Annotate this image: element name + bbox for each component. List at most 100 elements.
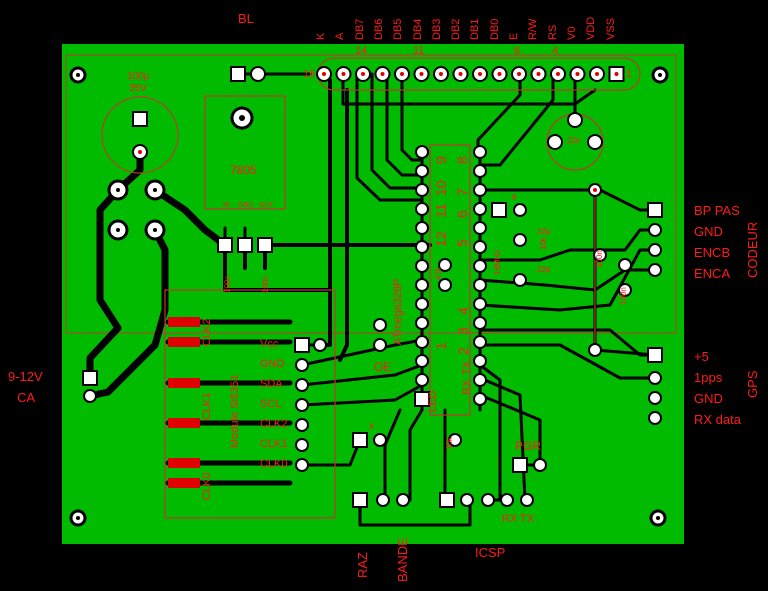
mcu-pin-mark: 6 <box>454 210 470 218</box>
cap-value: 100µ <box>127 71 150 82</box>
lcd-pin-label: VSS <box>604 17 617 40</box>
mcu-rx-label: RX <box>461 379 473 395</box>
raz-label: RAZ <box>355 552 370 578</box>
mcu-pin-mark: 1 <box>433 342 449 350</box>
lcd-pad-hole <box>458 72 463 76</box>
module-pads <box>294 337 310 472</box>
lcd-pin-label: K <box>315 32 327 40</box>
lcd-pad-hole <box>322 72 326 76</box>
codeur-line: GND <box>694 224 723 239</box>
pin-num-6: 6 <box>514 45 521 57</box>
lcd-pin-label: A <box>334 32 347 40</box>
module-pin-label: CLK1 <box>260 438 288 450</box>
gps-line: +5 <box>694 349 709 364</box>
lcd-pad-hole <box>400 72 404 76</box>
mark-100n-c: 100n <box>595 250 604 268</box>
pin-num-4: 4 <box>552 45 559 57</box>
power-label: 9-12V <box>8 369 43 384</box>
pgr-label: PGR <box>515 439 542 453</box>
cap-pads <box>132 111 148 160</box>
mcu-pin-mark: 9 <box>433 156 449 164</box>
regulator-name: 7805 <box>230 163 257 177</box>
mark-47k: 47k <box>434 267 443 280</box>
module-pin-label: CLK2 <box>260 418 288 430</box>
bottom-connectors <box>352 318 547 508</box>
module-pad <box>295 378 309 392</box>
module-pin-label: GND <box>260 358 285 370</box>
mcu-pad <box>415 316 429 330</box>
mcu-pad <box>415 259 429 273</box>
ca-label: CA <box>17 390 36 405</box>
mark-10k: 10k <box>539 237 548 250</box>
icsp-label: ICSP <box>475 545 506 560</box>
lcd-pin-label: DB5 <box>392 18 405 40</box>
mcu-pad <box>473 354 487 368</box>
x-label: x <box>369 421 374 432</box>
lcd-pad-hole <box>595 72 599 76</box>
mcu-pin-mark: 5 <box>454 239 470 247</box>
mcu-led-label: LED <box>427 390 439 412</box>
oe-label: OE <box>374 360 392 374</box>
lcd-pad-hole <box>536 72 541 76</box>
mcu-pad <box>415 373 429 387</box>
lcd-pad-hole <box>361 72 365 76</box>
pin-num-1: 1 <box>626 68 633 80</box>
bl-label: BL <box>238 11 254 26</box>
lcd-pad-hole <box>575 72 580 76</box>
regulator-pads <box>217 106 273 253</box>
cap-voltage: 35V <box>129 83 147 94</box>
board-silk-outline <box>65 54 677 334</box>
gps-connector <box>647 347 663 425</box>
mcu-pad <box>415 164 429 178</box>
module-pad <box>295 438 309 452</box>
mcu-pad <box>473 183 487 197</box>
mcu-pad <box>473 202 487 216</box>
module-pin-label: SCL <box>260 398 282 410</box>
mcu-pad <box>415 240 429 254</box>
module-pad <box>295 358 309 372</box>
mcu-pad <box>415 354 429 368</box>
lcd-connector-pads <box>230 66 625 82</box>
lcd-pin-label: RS <box>546 24 559 40</box>
module-pad <box>295 418 309 432</box>
mcu-pad <box>473 240 487 254</box>
lcd-pad-hole <box>478 72 482 76</box>
pin-num-11: 11 <box>413 45 425 57</box>
reg-pin-in: IN <box>223 202 230 209</box>
mcu-pad <box>473 259 487 273</box>
module-clk2-label: CLK2 <box>201 318 213 346</box>
mcu-pad <box>473 373 487 387</box>
lcd-pad-hole <box>497 72 502 76</box>
codeur-title: CODEUR <box>745 221 760 278</box>
module-pin-label: Vcc <box>260 338 279 350</box>
module-pin-label: SDA <box>260 378 283 390</box>
gps-line: RX data <box>694 412 741 427</box>
lcd-pin-label: DB4 <box>411 18 424 40</box>
module-pad <box>295 398 309 412</box>
mcu-name: ATmega328P <box>392 278 404 345</box>
mcu-pad <box>473 297 487 311</box>
mark-22p-b: 22p <box>537 265 551 274</box>
module-pad <box>294 337 310 353</box>
lcd-pad-hole <box>341 72 346 76</box>
lcd-pad-hole <box>517 72 521 76</box>
lcd-pad-hole <box>380 72 385 76</box>
mcu-pad <box>415 335 429 349</box>
mcu-pin-mark: 11 <box>433 203 449 218</box>
bande-label: BANDE <box>395 537 410 582</box>
misc-pads <box>313 112 632 447</box>
mcu-pad <box>415 183 429 197</box>
mark-16mhz: 16MHz <box>493 249 502 275</box>
mark-100n-b: 100n <box>261 275 270 293</box>
mcu-pin-mark: 8 <box>454 156 470 164</box>
rf-output-pads <box>168 317 200 488</box>
mcu-pad <box>473 392 487 406</box>
mcu-pin-mark: 3 <box>455 327 471 335</box>
mark-8: 8 <box>512 193 517 202</box>
mcu-pad <box>473 335 487 349</box>
lcd-pad-hole <box>556 72 560 76</box>
mcu-pad <box>473 316 487 330</box>
lcd-pad-hole <box>419 72 424 76</box>
mark-100n-a: 100n <box>223 275 232 293</box>
